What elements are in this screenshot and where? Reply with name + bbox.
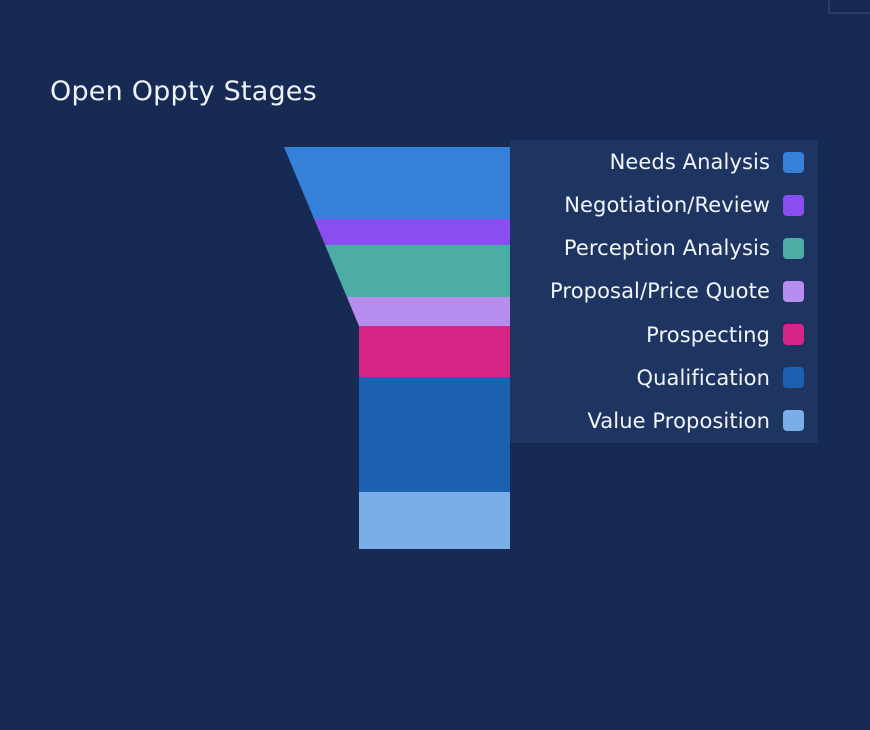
legend-item-label: Negotiation/Review bbox=[564, 193, 770, 218]
funnel-segment[interactable] bbox=[346, 297, 510, 326]
legend-color-swatch bbox=[783, 194, 804, 216]
legend-item[interactable]: Perception Analysis bbox=[510, 233, 804, 263]
panel-corner-artifact bbox=[828, 0, 870, 14]
legend-color-swatch bbox=[783, 324, 804, 346]
legend-color-swatch bbox=[783, 280, 804, 302]
legend-color-swatch bbox=[783, 410, 804, 432]
funnel-segment[interactable] bbox=[359, 326, 510, 377]
legend-color-swatch bbox=[783, 367, 804, 389]
funnel-segment[interactable] bbox=[325, 245, 510, 297]
funnel-segment[interactable] bbox=[359, 492, 510, 549]
legend-item[interactable]: Value Proposition bbox=[510, 406, 804, 436]
page-title: Open Oppty Stages bbox=[50, 76, 317, 107]
funnel-segment[interactable] bbox=[314, 219, 510, 245]
legend-item-label: Qualification bbox=[636, 365, 770, 390]
legend-item-label: Prospecting bbox=[646, 322, 770, 347]
legend-item-label: Needs Analysis bbox=[609, 150, 770, 174]
legend-item-label: Proposal/Price Quote bbox=[550, 279, 770, 304]
legend-item[interactable]: Needs Analysis bbox=[510, 147, 804, 177]
legend-item[interactable]: Qualification bbox=[510, 363, 804, 393]
legend-color-swatch bbox=[783, 151, 804, 173]
funnel-segment[interactable] bbox=[359, 377, 510, 492]
legend-item[interactable]: Proposal/Price Quote bbox=[510, 276, 804, 306]
legend-item-label: Perception Analysis bbox=[563, 236, 770, 261]
legend-color-swatch bbox=[783, 237, 804, 259]
legend-item[interactable]: Negotiation/Review bbox=[510, 190, 804, 220]
funnel-segment[interactable] bbox=[284, 147, 510, 219]
legend-item-label: Value Proposition bbox=[587, 408, 770, 433]
legend-item[interactable]: Prospecting bbox=[510, 320, 804, 350]
